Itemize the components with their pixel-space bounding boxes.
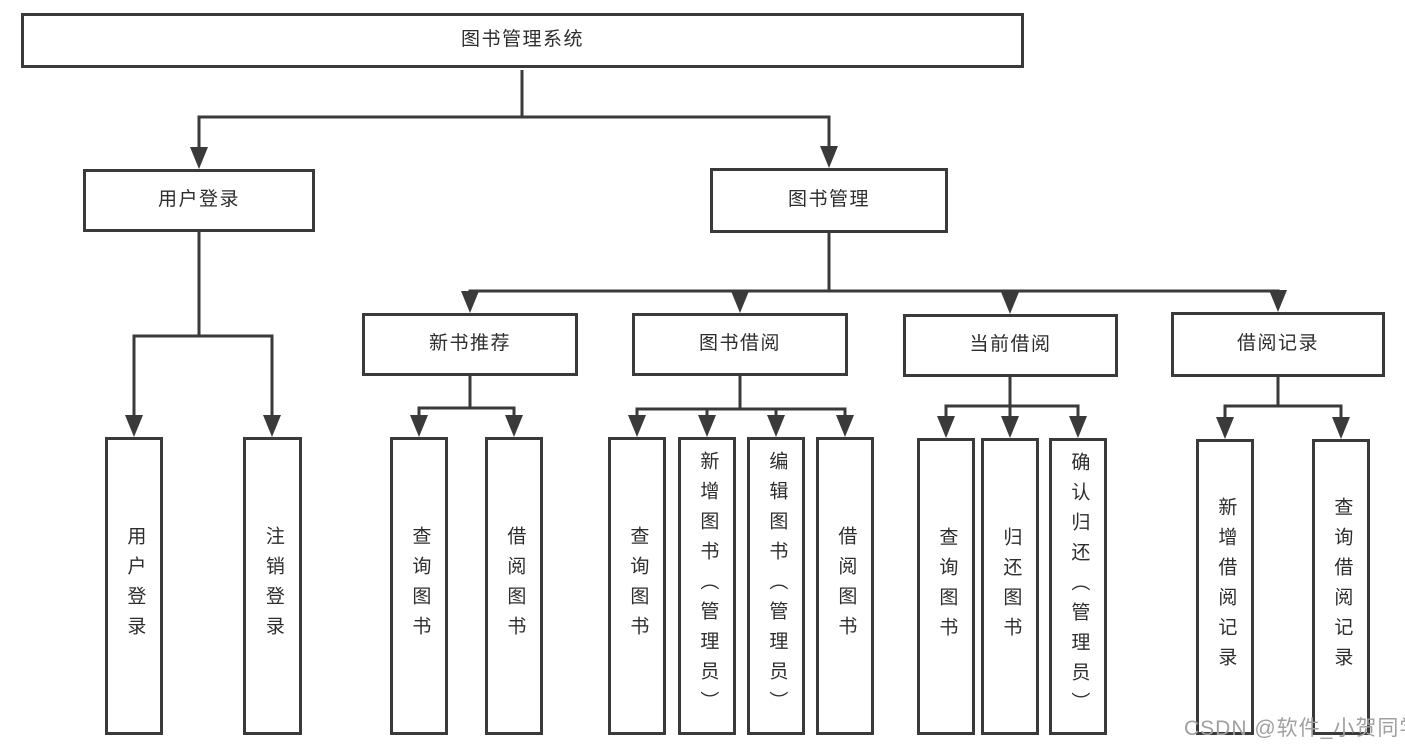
node-leaf-return-books: 归还图书 (981, 438, 1039, 735)
arrowhead-icon (767, 415, 785, 437)
arrowhead-icon (263, 415, 281, 437)
arrowhead-icon (1001, 292, 1019, 314)
node-borrow-records: 借阅记录 (1171, 312, 1385, 377)
node-leaf-borrow-books-rec: 借阅图书 (485, 437, 543, 735)
node-current-borrow: 当前借阅 (903, 314, 1118, 377)
node-book-borrow: 图书借阅 (632, 313, 848, 376)
node-leaf-query-borrow-record: 查询借阅记录 (1312, 439, 1370, 735)
connector-root-to-level2 (190, 70, 838, 169)
arrowhead-icon (836, 415, 854, 437)
connector-current-borrow-to-leaves (937, 377, 1087, 438)
node-leaf-logout: 注销登录 (243, 437, 302, 735)
arrowhead-icon (731, 291, 749, 313)
arrowhead-icon (937, 416, 955, 438)
connector-book-mgmt-to-level3 (461, 233, 1287, 314)
node-leaf-user-login: 用户登录 (105, 437, 163, 735)
node-leaf-query-books-current: 查询图书 (917, 438, 975, 735)
csdn-watermark: CSDN @软件_小贺同学 (1184, 717, 1405, 740)
arrowhead-icon (1216, 417, 1234, 439)
arrowhead-icon (505, 415, 523, 437)
node-leaf-add-book-admin: 新增图书（管理员） (678, 437, 736, 735)
arrowhead-icon (125, 415, 143, 437)
node-leaf-query-books-borrow: 查询图书 (608, 437, 666, 735)
arrowhead-icon (1269, 290, 1287, 312)
connector-book-borrow-to-leaves (628, 376, 854, 437)
node-leaf-confirm-return-admin: 确认归还（管理员） (1049, 438, 1107, 735)
arrowhead-icon (628, 415, 646, 437)
connector-user-login-to-leaves (125, 232, 281, 437)
node-leaf-borrow-books: 借阅图书 (816, 437, 874, 735)
node-user-login: 用户登录 (83, 169, 315, 232)
node-leaf-query-books-rec: 查询图书 (390, 437, 448, 735)
node-leaf-edit-book-admin: 编辑图书（管理员） (747, 437, 805, 735)
arrowhead-icon (698, 415, 716, 437)
arrowhead-icon (1332, 417, 1350, 439)
arrowhead-icon (1001, 416, 1019, 438)
node-leaf-add-borrow-record: 新增借阅记录 (1196, 439, 1254, 735)
arrowhead-icon (1069, 416, 1087, 438)
connector-borrow-records-to-leaves (1216, 377, 1350, 439)
node-new-book-recommend: 新书推荐 (362, 313, 578, 376)
connector-new-book-rec-to-leaves (410, 376, 523, 437)
arrowhead-icon (461, 291, 479, 313)
arrowhead-icon (190, 147, 208, 169)
node-book-management: 图书管理 (710, 168, 948, 233)
arrowhead-icon (410, 415, 428, 437)
arrowhead-icon (820, 146, 838, 168)
node-root: 图书管理系统 (21, 13, 1024, 68)
